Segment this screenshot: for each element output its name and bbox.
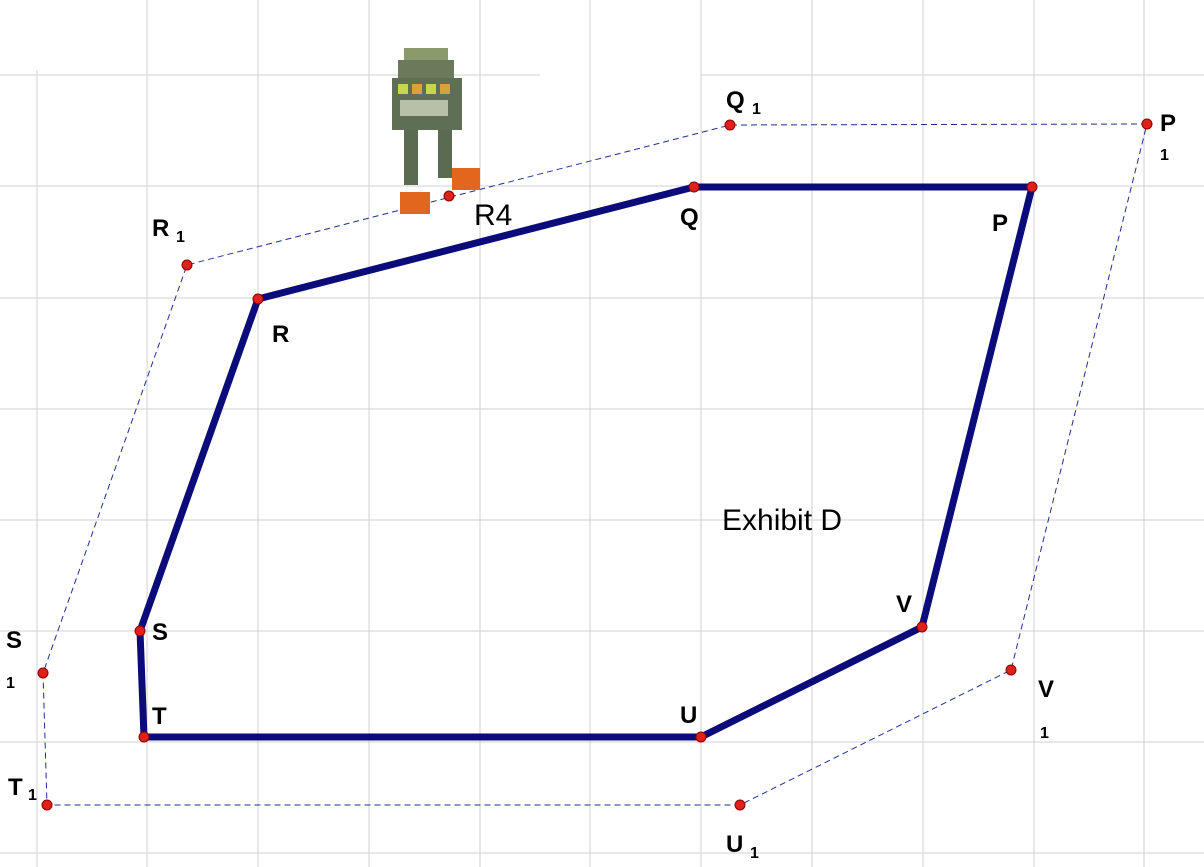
robot-icon [392, 48, 480, 214]
label-Q1: Q [726, 87, 745, 114]
point-S1 [37, 667, 49, 679]
label-S1: S [6, 627, 22, 654]
label-P1-sub: 1 [1160, 147, 1169, 164]
point-T [138, 731, 150, 743]
point-S [134, 625, 146, 637]
robot-label: R4 [474, 199, 512, 232]
label-S1-sub: 1 [6, 675, 15, 692]
point-R [252, 293, 264, 305]
label-U1-sub: 1 [750, 845, 759, 862]
label-R1: R [152, 215, 169, 242]
translated-points [37, 118, 1153, 811]
translated-polygon [42, 123, 1148, 806]
label-V1: V [1038, 676, 1054, 703]
label-P1: P [1160, 110, 1176, 137]
label-Q: Q [680, 204, 699, 231]
label-U: U [680, 702, 697, 729]
label-P: P [992, 210, 1008, 237]
label-V: V [896, 591, 912, 618]
point-T1 [41, 799, 53, 811]
label-T1: T [8, 774, 23, 801]
point-U [695, 731, 707, 743]
point-Q1 [724, 119, 736, 131]
label-S: S [152, 619, 168, 646]
label-R1-sub: 1 [176, 229, 185, 246]
point-R1 [181, 259, 193, 271]
label-R: R [272, 321, 289, 348]
exhibit-title: Exhibit D [722, 504, 842, 537]
label-T1-sub: 1 [28, 787, 37, 804]
label-T: T [152, 703, 167, 730]
robot-point [443, 190, 455, 202]
point-U1 [734, 799, 746, 811]
point-V1 [1005, 664, 1017, 676]
point-V [916, 621, 928, 633]
label-V1-sub: 1 [1040, 725, 1049, 742]
label-Q1-sub: 1 [752, 101, 761, 118]
point-P1 [1141, 118, 1153, 130]
point-Q [688, 181, 700, 193]
original-points [134, 181, 1038, 743]
label-U1: U [726, 831, 743, 858]
original-polygon [136, 183, 1036, 741]
point-P [1026, 181, 1038, 193]
